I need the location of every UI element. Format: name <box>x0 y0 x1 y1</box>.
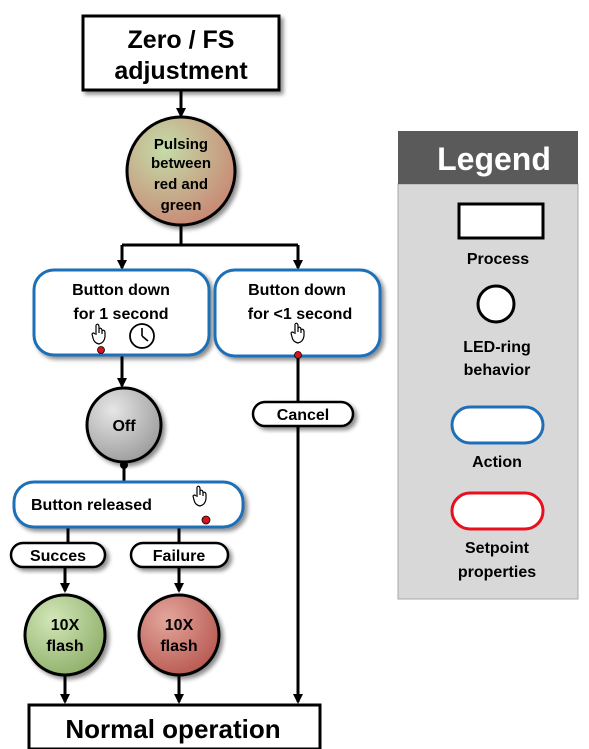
legend-setpoint-line2: properties <box>458 564 536 581</box>
connectors <box>60 90 303 704</box>
flash-red-line1: 10X <box>165 617 194 634</box>
action-lt1s-line2: for <1 second <box>248 306 352 323</box>
action-1s-line2: for 1 second <box>73 306 168 323</box>
led-flash-red: 10X flash <box>137 593 221 677</box>
led-pulsing-line4: green <box>161 197 202 214</box>
clock-icon <box>129 323 155 349</box>
failure-label: Failure <box>153 548 206 565</box>
led-pulsing-line2: between <box>151 155 211 172</box>
action-1s-line1: Button down <box>72 282 170 299</box>
cancel-label: Cancel <box>277 407 329 424</box>
legend-process-label: Process <box>467 251 529 268</box>
pointing-hand-icon <box>192 485 207 507</box>
action-lt1s-line1: Button down <box>248 282 346 299</box>
pointing-hand-icon <box>91 323 106 345</box>
legend-led-line2: behavior <box>464 362 531 379</box>
legend-action-label: Action <box>472 454 522 471</box>
pointing-hand-icon <box>290 322 305 344</box>
process-top-line2: adjustment <box>114 57 248 85</box>
legend-setpoint-line1: Setpoint <box>465 540 530 557</box>
process-top-line1: Zero / FS <box>128 26 235 54</box>
failure-label-box: Failure <box>129 541 230 569</box>
succes-label-box: Succes <box>9 541 107 569</box>
legend-setpoint-swatch <box>450 491 545 531</box>
action-button-released: Button released <box>12 480 245 529</box>
cancel-label-box: Cancel <box>251 400 355 428</box>
led-pulsing-line3: red and <box>154 176 208 193</box>
flash-red-line2: flash <box>160 638 197 655</box>
press-indicator-dot <box>97 346 105 354</box>
action-button-down-1-second: Button down for 1 second <box>32 268 211 357</box>
process-bottom-label: Normal operation <box>65 714 280 744</box>
process-zero-fs-adjustment: Zero / FS adjustment <box>81 14 281 92</box>
led-off: Off <box>85 386 163 469</box>
press-indicator-dot <box>294 351 302 359</box>
led-pulsing-line1: Pulsing <box>154 136 208 153</box>
led-off-label: Off <box>112 418 136 435</box>
legend-panel: Legend Process LED-ring behavior Action … <box>397 131 579 600</box>
release-indicator-dot <box>201 515 211 525</box>
legend-led-swatch <box>476 284 516 324</box>
legend-process-swatch <box>457 202 545 240</box>
led-flash-green: 10X flash <box>23 593 107 677</box>
flash-green-line2: flash <box>46 638 83 655</box>
connector-dot <box>120 461 128 469</box>
process-normal-operation: Normal operation <box>27 703 322 749</box>
legend-title: Legend <box>437 141 551 177</box>
legend-action-swatch <box>450 405 545 445</box>
legend-led-line1: LED-ring <box>463 339 531 356</box>
succes-label: Succes <box>30 548 86 565</box>
led-pulsing-red-green: Pulsing between red and green <box>125 115 237 227</box>
action-button-down-less-than-1-second: Button down for <1 second <box>213 268 382 359</box>
flash-green-line1: 10X <box>51 617 80 634</box>
action-released-label: Button released <box>31 497 152 514</box>
